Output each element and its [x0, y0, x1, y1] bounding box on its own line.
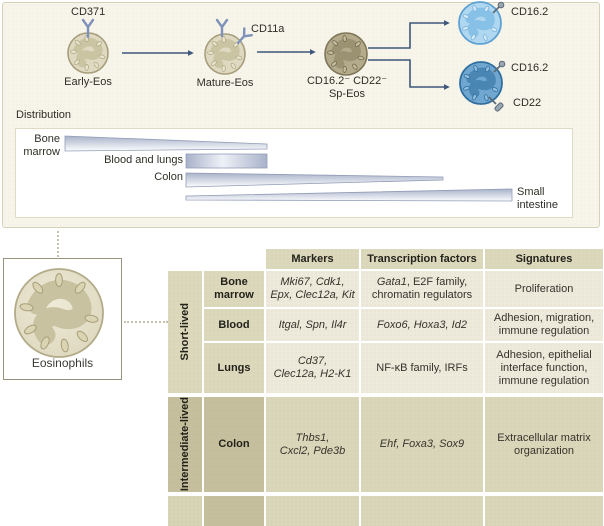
connector-horizontal-dashed — [124, 321, 168, 323]
tf-gene: Foxo6, Hoxa3, Id2 — [377, 318, 467, 331]
cell-tf-lungs: NF-κB family, IRFs — [361, 343, 483, 393]
eosinophil-cell-large — [14, 268, 104, 358]
connector-vertical-dashed — [57, 231, 59, 257]
group-short-lived: Short-lived — [168, 271, 202, 393]
cell-markers-bone-marrow: Mki67, Cdk1, Epx, Clec12a, Kit — [266, 271, 359, 307]
cell-markers-lungs: Cd37, Clec12a, H2-K1 — [266, 343, 359, 393]
col-header-transcription-factors: Transcription factors — [361, 249, 483, 269]
cell-partial-1 — [266, 496, 359, 526]
cell-tf-blood: Foxo6, Hoxa3, Id2 — [361, 309, 483, 341]
cd371-label: CD371 — [71, 6, 106, 18]
tf-gene: Gata1 — [376, 276, 407, 288]
cell-partial-3 — [485, 496, 603, 526]
group-intermediate-lived-label: Intermediate-lived — [178, 397, 191, 492]
col-header-signatures: Signatures — [485, 249, 603, 269]
row-label-lungs: Lungs — [204, 343, 264, 393]
sp-eos-markers-label: CD16.2⁻ CD22⁻ — [306, 75, 388, 87]
group-short-lived-label: Short-lived — [178, 303, 191, 361]
eosinophils-box — [3, 258, 122, 380]
cd11a-label: CD11a — [251, 23, 285, 35]
row-label-colon: Colon — [204, 397, 264, 492]
sp-eos-label: Sp-Eos — [328, 88, 366, 100]
distribution-title: Distribution — [16, 109, 72, 121]
cd162-label-bottom: CD16.2 — [511, 62, 549, 74]
colon-bar-label: Colon — [154, 171, 183, 183]
blood-lungs-bar-label: Blood and lungs — [104, 154, 183, 166]
tissue-table: Markers Transcription factors Signatures… — [168, 249, 603, 526]
cell-markers-blood: Itgal, Spn, Il4r — [266, 309, 359, 341]
col-header-markers: Markers — [266, 249, 359, 269]
tf-gene: Ehf, Foxa3, Sox9 — [379, 438, 465, 450]
bone-marrow-bar-label: Bone marrow — [23, 133, 60, 158]
cell-signatures-blood: Adhesion, migration, immune regulation — [485, 309, 603, 341]
cell-signatures-colon: Extracellular matrix organization — [485, 397, 603, 492]
mature-eos-label: Mature-Eos — [196, 77, 254, 89]
row-label-partial — [204, 496, 264, 526]
distribution-box — [15, 128, 573, 218]
cell-tf-colon: Ehf, Foxa3, Sox9 — [361, 397, 483, 492]
row-label-blood: Blood — [204, 309, 264, 341]
cell-partial-2 — [361, 496, 483, 526]
cd162-label-top: CD16.2 — [511, 6, 549, 18]
cell-signatures-lungs: Adhesion, epithelial interface function,… — [485, 343, 603, 393]
tf-text: , E2F family, chromatin regulators — [371, 276, 473, 301]
cell-signatures-bone-marrow: Proliferation — [485, 271, 603, 307]
group-partial — [168, 496, 202, 526]
cell-markers-colon: Thbs1, Cxcl2, Pde3b — [266, 397, 359, 492]
small-intestine-bar-label: Small intestine — [517, 186, 558, 211]
eosinophils-label: Eosinophils — [31, 356, 94, 370]
group-intermediate-lived: Intermediate-lived — [168, 397, 202, 492]
early-eos-label: Early-Eos — [64, 76, 112, 88]
row-label-bone-marrow: Bone marrow — [204, 271, 264, 307]
tf-text: NF-κB family, IRFs — [376, 361, 468, 374]
cd22-label: CD22 — [513, 97, 542, 109]
cell-tf-bone-marrow: Gata1, E2F family, chromatin regulators — [361, 271, 483, 307]
